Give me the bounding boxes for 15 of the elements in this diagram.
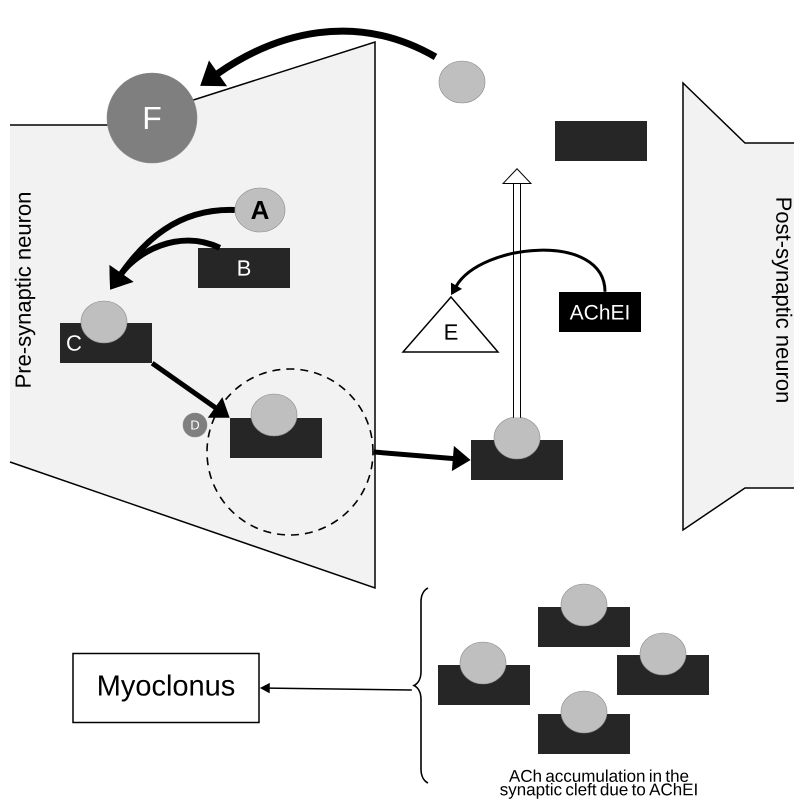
receptor-complex bbox=[230, 394, 322, 458]
outcome-box: Myoclonus bbox=[72, 652, 260, 724]
group-label: ACh accumulation in the synaptic cleft due to AChEI bbox=[500, 769, 697, 799]
label-box: B bbox=[198, 248, 290, 288]
receptor-complex bbox=[471, 416, 563, 480]
receptor-complex bbox=[538, 584, 630, 647]
drug-box: AChEI bbox=[559, 292, 641, 332]
neuron-terminal: Post-synaptic neuron bbox=[682, 81, 794, 532]
receptor-complex bbox=[617, 632, 709, 695]
molecule-circle bbox=[438, 60, 486, 104]
receptor-complex bbox=[538, 690, 630, 754]
receptor-complex: C bbox=[60, 300, 152, 363]
dashed-circle bbox=[206, 368, 374, 536]
receptor-complex bbox=[438, 642, 530, 705]
receptor-block bbox=[555, 121, 647, 161]
